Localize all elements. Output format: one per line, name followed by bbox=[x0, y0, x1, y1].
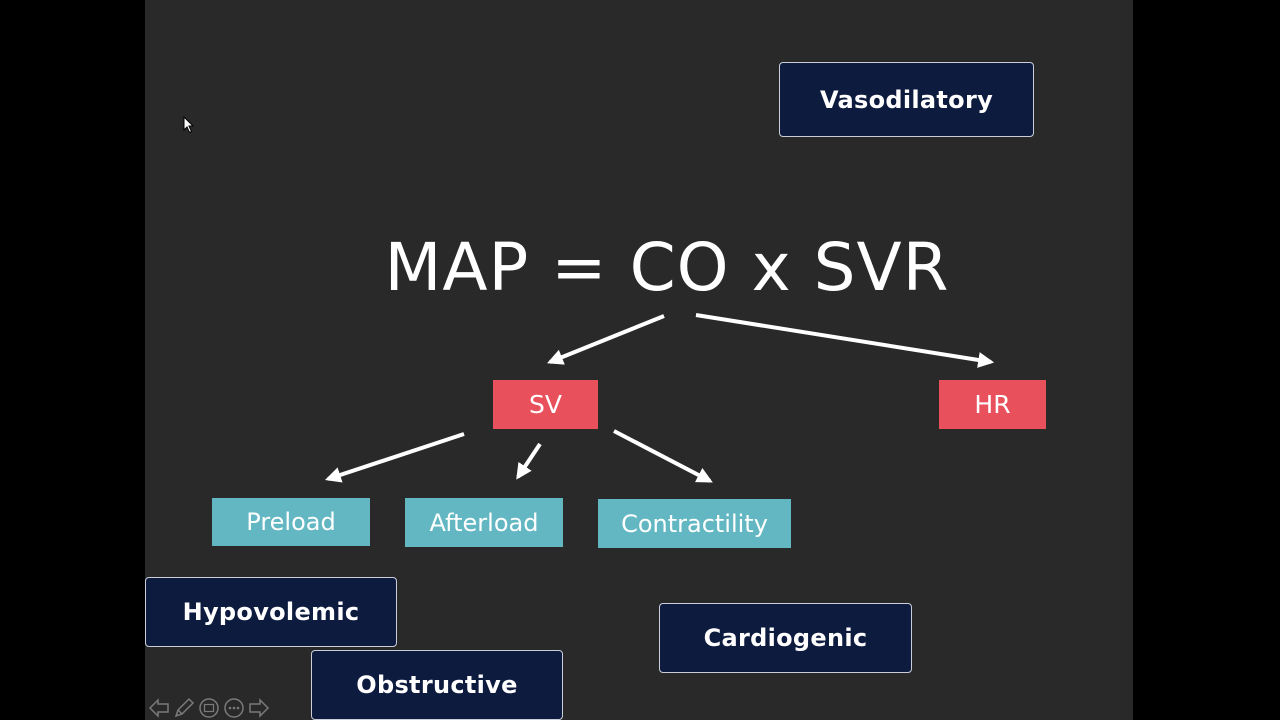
arrow-sv-to-contractility bbox=[613, 429, 713, 483]
cardiogenic-label: Cardiogenic bbox=[703, 624, 868, 652]
obstructive-label: Obstructive bbox=[356, 671, 518, 699]
vasodilatory-label: Vasodilatory bbox=[819, 85, 994, 114]
arrow-left-icon bbox=[148, 698, 169, 718]
preload-node: Preload bbox=[212, 498, 370, 546]
arrow-co-to-hr bbox=[695, 313, 995, 368]
see-all-slides-button[interactable] bbox=[197, 696, 221, 720]
hr-label: HR bbox=[974, 390, 1011, 419]
pen-tool-button[interactable] bbox=[172, 696, 196, 720]
arrow-sv-to-preload bbox=[324, 432, 465, 483]
more-icon bbox=[224, 698, 244, 718]
arrow-co-to-sv bbox=[547, 314, 665, 365]
hypovolemic-box: Hypovolemic bbox=[145, 577, 397, 647]
arrow-sv-to-afterload bbox=[516, 442, 542, 480]
more-options-button[interactable] bbox=[222, 696, 246, 720]
afterload-node: Afterload bbox=[405, 498, 563, 547]
slides-icon bbox=[199, 698, 219, 718]
pen-icon bbox=[174, 697, 195, 718]
sv-node: SV bbox=[493, 380, 598, 429]
contractility-label: Contractility bbox=[621, 509, 768, 538]
next-slide-button[interactable] bbox=[247, 696, 271, 720]
arrow-right-icon bbox=[249, 698, 270, 718]
cardiogenic-box: Cardiogenic bbox=[659, 603, 912, 673]
slideshow-toolbar bbox=[147, 696, 271, 720]
map-equation: MAP = CO x SVR bbox=[384, 229, 950, 306]
vasodilatory-box: Vasodilatory bbox=[779, 62, 1034, 137]
mouse-pointer-icon bbox=[183, 116, 195, 134]
hr-node: HR bbox=[939, 380, 1046, 429]
obstructive-box: Obstructive bbox=[311, 650, 563, 720]
preload-label: Preload bbox=[246, 508, 336, 536]
afterload-label: Afterload bbox=[429, 508, 539, 537]
hypovolemic-label: Hypovolemic bbox=[182, 598, 360, 626]
slide: Vasodilatory MAP = CO x SVR SV HR Preloa… bbox=[145, 0, 1133, 720]
sv-label: SV bbox=[529, 390, 562, 419]
previous-slide-button[interactable] bbox=[147, 696, 171, 720]
contractility-node: Contractility bbox=[598, 499, 791, 548]
